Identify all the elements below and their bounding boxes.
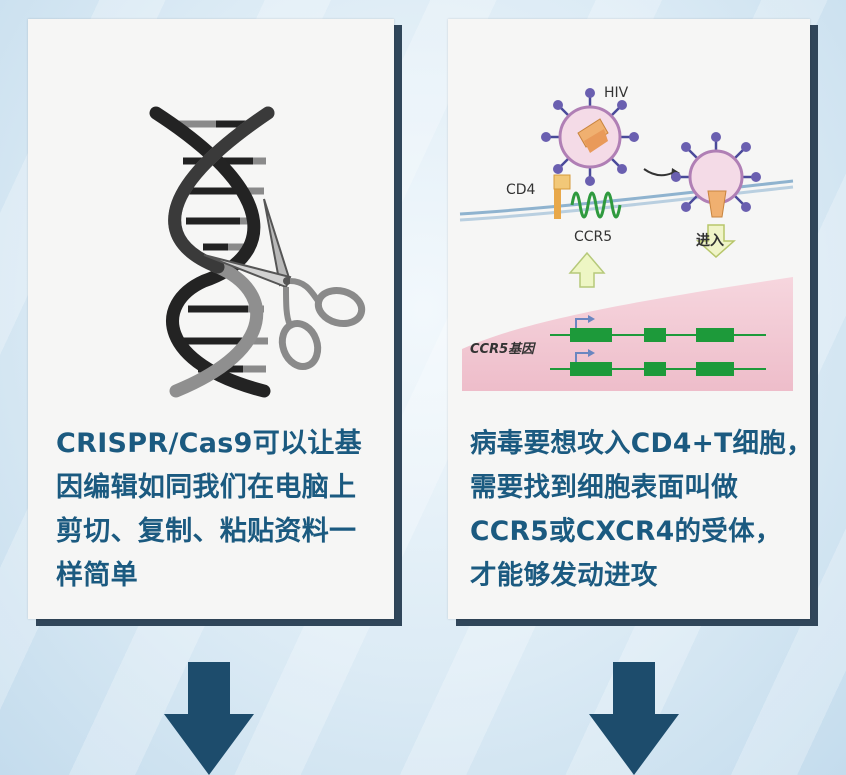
- ccr5-receptor-icon: [570, 191, 622, 219]
- scissors-icon: [203, 198, 366, 370]
- ccr5-label: CCR5: [574, 229, 612, 245]
- hiv-ccr5-diagram: CD4 CCR5 HIV: [459, 85, 794, 391]
- ccr5-gene-icon: [550, 315, 766, 376]
- movement-arrow-icon: [643, 168, 673, 177]
- hiv-label: HIV: [604, 85, 629, 101]
- cd4-label: CD4: [506, 182, 536, 198]
- hiv-virus-icon: [541, 88, 639, 186]
- caption-line: 病毒要想攻入CD4+T细胞，: [470, 428, 813, 459]
- down-arrow-icon: [164, 662, 254, 775]
- caption-line: 样简单: [56, 560, 138, 591]
- hiv-caption: 病毒要想攻入CD4+T细胞， 需要找到细胞表面叫做 CCR5或CXCR4的受体，…: [470, 422, 813, 598]
- caption-line: 剪切、复制、粘贴资料一: [56, 516, 357, 547]
- crispr-caption: CRISPR/Cas9可以让基 因编辑如同我们在电脑上 剪切、复制、粘贴资料一 …: [56, 422, 362, 598]
- hiv-card: CD4 CCR5 HIV: [448, 19, 813, 619]
- down-arrow-icon: [589, 662, 679, 775]
- caption-line: CCR5或CXCR4的受体，: [470, 516, 782, 547]
- entry-arrow-icon: [696, 224, 736, 259]
- crispr-card: CRISPR/Cas9可以让基 因编辑如同我们在电脑上 剪切、复制、粘贴资料一 …: [28, 19, 394, 619]
- caption-line: 需要找到细胞表面叫做: [470, 472, 738, 503]
- hiv-virus-fusing-icon: [671, 132, 761, 218]
- caption-line: 因编辑如同我们在电脑上: [56, 472, 357, 503]
- cd4-receptor-icon: [553, 174, 571, 219]
- dna-double-helix-icon: [149, 106, 275, 398]
- ccr5-gene-label: CCR5基因: [470, 341, 536, 357]
- expression-arrow-icon: [568, 251, 606, 288]
- enter-label: 进入: [696, 233, 724, 249]
- caption-line: 才能够发动进攻: [470, 560, 658, 591]
- dna-scissors-illustration: [149, 106, 366, 398]
- caption-line: CRISPR/Cas9可以让基: [56, 428, 362, 459]
